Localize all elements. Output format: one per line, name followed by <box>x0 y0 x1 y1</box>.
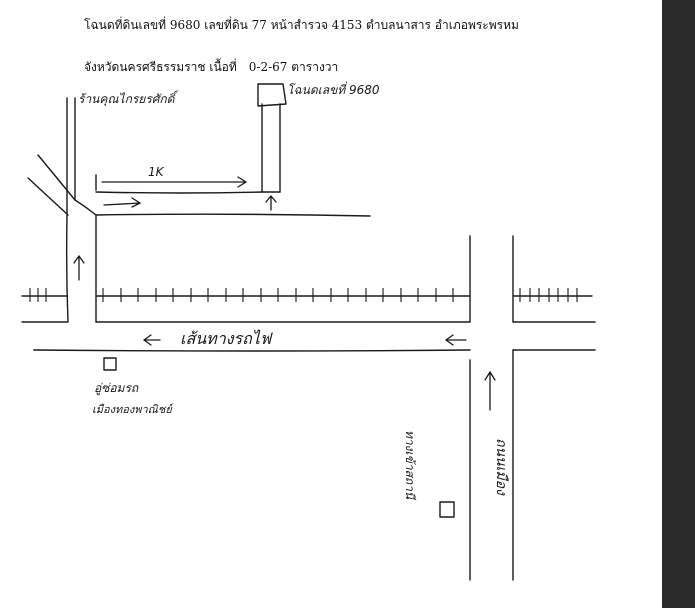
arrow-1k-right <box>101 176 248 188</box>
viewer-scrollbar[interactable] <box>662 0 695 608</box>
railway-ticks <box>29 288 578 302</box>
deed-area-text: 0-2-67 ตารางวา <box>248 60 339 74</box>
arrow-left-road-up <box>73 254 85 281</box>
landmark-box <box>103 357 117 371</box>
label-distance: 1K <box>148 165 165 179</box>
arrow-main-road-left-2 <box>444 334 467 346</box>
left-road-edge-west <box>65 97 69 323</box>
branch-road-left <box>74 199 97 323</box>
branch-road-bottom <box>95 213 371 217</box>
label-top-left: ร้านคุณไกรยรศักดิ์ <box>78 90 179 107</box>
label-station-vertical: ทางเข้าสถานี <box>403 430 417 501</box>
deed-header-line-2: จังหวัดนครศรีธรรมราช เนื้อที่ 0-2-67 ตารา… <box>84 58 338 77</box>
arrow-main-road-left <box>142 334 161 346</box>
arrow-plot-up <box>265 194 277 211</box>
label-landmark-line1: อู่ซ่อมรถ <box>94 381 139 396</box>
branch-road-top <box>95 191 263 194</box>
label-plot: โฉนดเลขที่ 9680 <box>287 81 380 97</box>
label-landmark-line2: เมืองทองพาณิชย์ <box>92 403 175 416</box>
label-railway: เส้นทางรถไฟ <box>180 329 273 348</box>
map-sheet: โฉนดที่ดินเลขที่ 9680 เลขที่ดิน 77 หน้าส… <box>0 0 662 608</box>
label-road-vertical: ถนนเมือง <box>493 438 509 496</box>
station-box <box>439 501 455 518</box>
diagonal-road-edge-2 <box>37 154 76 201</box>
deed-header-line-1: โฉนดที่ดินเลขที่ 9680 เลขที่ดิน 77 หน้าส… <box>84 18 519 32</box>
deed-province-text: จังหวัดนครศรีธรรมราช เนื้อที่ <box>84 60 237 74</box>
arrow-lower-road-up <box>484 370 496 411</box>
sketch-map: ร้านคุณไกรยรศักดิ์ โฉนดเลขที่ 9680 1K เส… <box>21 81 596 581</box>
main-road-top <box>33 349 471 352</box>
arrow-branch-right <box>103 197 142 208</box>
diagonal-road-edge-1 <box>27 177 69 216</box>
plot-box <box>257 83 287 107</box>
